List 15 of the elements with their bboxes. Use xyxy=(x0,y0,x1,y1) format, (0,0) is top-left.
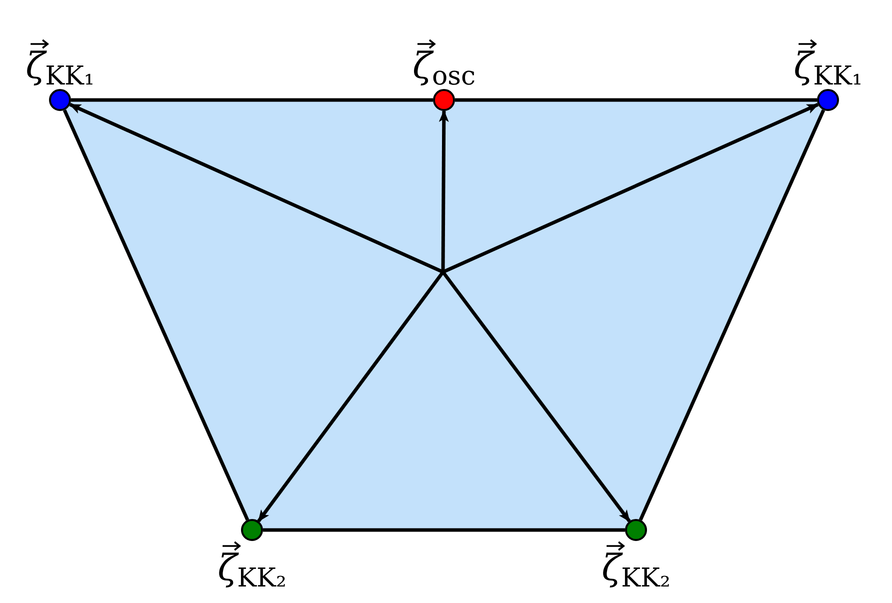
edge-line xyxy=(455,98,817,102)
vertex-label: ζ$_{osc}$ xyxy=(412,46,476,88)
edge-line xyxy=(62,109,250,521)
arrow xyxy=(442,102,819,274)
edge-line xyxy=(638,109,826,521)
edge-line xyxy=(263,528,625,532)
vertex-label: ζ$_{KK₂}$ xyxy=(602,548,670,589)
arrow xyxy=(442,270,631,522)
vertex-label: ζ$_{KK₁}$ xyxy=(794,46,862,88)
arrow xyxy=(257,270,444,522)
edge-line xyxy=(71,98,433,102)
arrow xyxy=(438,110,449,272)
arrow xyxy=(69,102,444,274)
vertex-label: ζ$_{KK₂}$ xyxy=(218,548,286,589)
vertex-label: ζ$_{KK₁}$ xyxy=(26,46,94,88)
